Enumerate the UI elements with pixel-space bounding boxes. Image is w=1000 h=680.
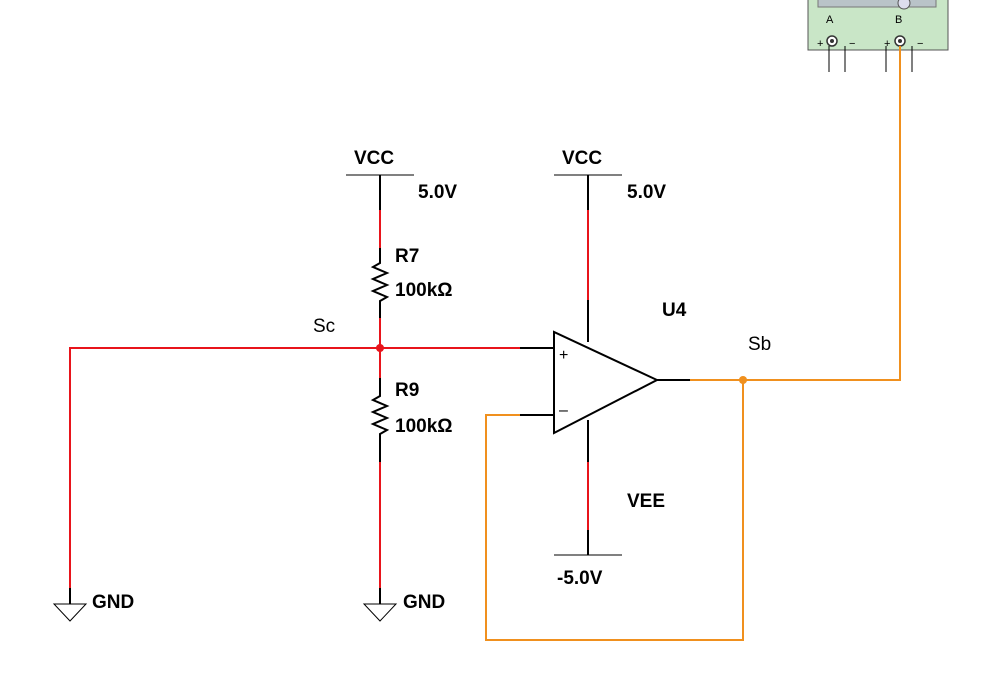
channel-b-plus-label: + <box>884 38 890 50</box>
vee-source[interactable]: VEE -5.0V <box>554 491 665 589</box>
wire-sb-to-scope[interactable] <box>743 72 901 381</box>
channel-a-minus-label: − <box>849 38 855 50</box>
vcc-source-1[interactable]: VCC 5.0V <box>346 148 457 203</box>
net-label-sb: Sb <box>748 334 771 355</box>
channel-b-minus-label: − <box>917 38 923 50</box>
vee-value: -5.0V <box>557 568 603 589</box>
ground-2[interactable]: GND <box>362 588 445 622</box>
vcc-1-value: 5.0V <box>418 182 457 203</box>
resistor-r7[interactable]: R7 100kΩ <box>370 246 453 318</box>
vcc-source-2[interactable]: VCC 5.0V <box>554 148 666 203</box>
instrument-screen <box>817 0 937 8</box>
oscilloscope-instrument[interactable]: A B + − + − <box>807 0 949 72</box>
resistor-r7-value: 100kΩ <box>395 280 453 301</box>
opamp-name: U4 <box>662 300 687 321</box>
vcc-1-name: VCC <box>354 148 394 169</box>
channel-a-terminal-dot-icon <box>830 39 834 43</box>
resistor-r9-name: R9 <box>395 380 419 401</box>
opamp-plus-sign: + <box>559 347 568 364</box>
opamp-minus-sign: – <box>559 402 568 419</box>
resistor-r7-name: R7 <box>395 246 419 267</box>
ground-2-label: GND <box>403 592 445 613</box>
resistor-r7-icon[interactable] <box>370 248 390 318</box>
net-sc-wires[interactable] <box>69 344 520 588</box>
wire-feedback[interactable] <box>485 380 744 641</box>
resistor-r9-icon[interactable] <box>370 378 390 462</box>
channel-b-label: B <box>895 14 902 26</box>
channel-a-plus-label: + <box>817 38 823 50</box>
net-label-sc: Sc <box>313 316 335 337</box>
ground-1[interactable]: GND <box>52 588 134 622</box>
resistor-r9[interactable]: R9 100kΩ <box>370 378 453 462</box>
instrument-knob-icon[interactable] <box>897 0 911 10</box>
wire-sc-horizontal[interactable] <box>69 347 520 588</box>
channel-b-terminal-dot-icon <box>898 39 902 43</box>
vcc-2-name: VCC <box>562 148 602 169</box>
ground-2-icon[interactable] <box>362 603 398 622</box>
opamp-triangle-icon[interactable] <box>553 330 660 435</box>
vcc-2-value: 5.0V <box>627 182 666 203</box>
resistor-r9-value: 100kΩ <box>395 416 453 437</box>
ground-1-icon[interactable] <box>52 603 88 622</box>
ground-1-label: GND <box>92 592 134 613</box>
net-sb-wires[interactable] <box>485 72 901 641</box>
channel-a-label: A <box>826 14 834 26</box>
opamp-u4[interactable]: + – U4 <box>520 300 690 435</box>
vee-name: VEE <box>627 491 665 512</box>
junction-sb-icon[interactable] <box>739 376 747 384</box>
